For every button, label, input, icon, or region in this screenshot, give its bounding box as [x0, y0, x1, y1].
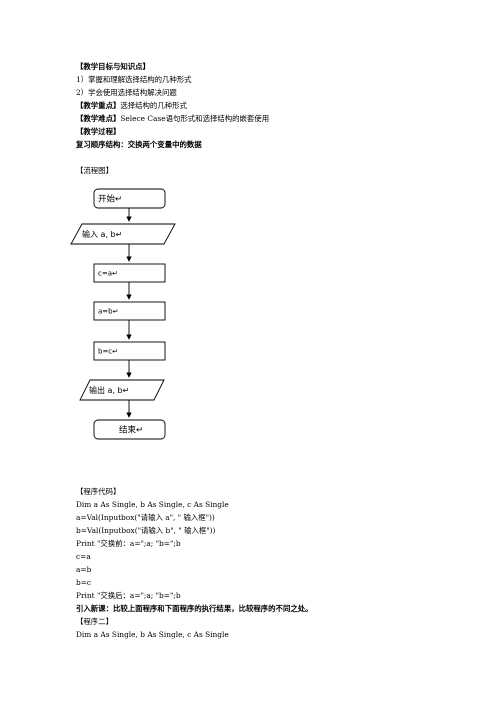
start-label: 开始↵ — [98, 194, 122, 205]
flowchart: 开始↵ 输入 a, b↵ c=a↵ a=b↵ b=c↵ 输出 a, b↵ 结 — [60, 184, 200, 454]
process-b-eq-c-label: b=c↵ — [98, 348, 118, 356]
code-line-5: c=a — [76, 552, 91, 561]
code-line-4: Print "交换前：a=";a; "b=";b — [76, 539, 181, 548]
start-terminal — [93, 188, 166, 209]
code-line-2: a=Val(Inputbox("请输入 a", " 输入框")) — [76, 513, 215, 522]
code-line-7: b=c — [76, 578, 92, 587]
code-heading: 【程序代码】 — [76, 487, 121, 496]
objective-2: 2）学会使用选择结构解决问题 — [76, 88, 177, 97]
input-label: 输入 a, b↵ — [82, 229, 122, 239]
process-a-eq-b — [93, 301, 166, 321]
objective-1: 1）掌握和理解选择结构的几种形式 — [76, 75, 192, 84]
key-points-line: 【教学重点】选择结构的几种形式 — [76, 101, 187, 110]
flowchart-heading: 【流程图】 — [76, 166, 113, 175]
input-parallelogram — [70, 223, 176, 245]
program2-line-1: Dim a As Single, b As Single, c As Singl… — [76, 630, 229, 639]
code-line-3: b=Val(Inputbox("请输入 b", " 输入框")) — [76, 526, 216, 535]
difficulty-line: 【教学难点】Selece Case语句形式和选择结构的嵌套使用 — [76, 114, 269, 123]
end-terminal — [93, 419, 166, 440]
process-b-eq-c — [93, 341, 166, 361]
intro-text: 引入新课：比较上面程序和下面程序的执行结果，比较程序的不同之处。 — [76, 604, 313, 613]
process-c-eq-a — [93, 263, 166, 283]
end-label: 结束↵ — [119, 425, 143, 436]
code-line-1: Dim a As Single, b As Single, c As Singl… — [76, 500, 229, 509]
code-line-8: Print "交换后：a=";a; "b=";b — [76, 591, 181, 600]
key-points-text: 选择结构的几种形式 — [120, 101, 187, 110]
flowchart-svg: 开始↵ 输入 a, b↵ c=a↵ a=b↵ b=c↵ 输出 a, b↵ 结 — [70, 188, 176, 440]
code-line-6: a=b — [76, 565, 92, 574]
process-a-eq-b-label: a=b↵ — [98, 308, 118, 316]
key-points-label: 【教学重点】 — [76, 101, 121, 110]
output-parallelogram — [79, 379, 165, 401]
section-objectives-heading: 【教学目标与知识点】 — [76, 62, 150, 71]
difficulty-label: 【教学难点】 — [76, 114, 121, 123]
program2-heading: 【程序二】 — [76, 617, 113, 626]
process-c-eq-a-label: c=a↵ — [98, 270, 118, 278]
output-label: 输出 a, b↵ — [89, 385, 129, 395]
difficulty-text: Selece Case语句形式和选择结构的嵌套使用 — [120, 114, 270, 123]
process-heading: 【教学过程】 — [76, 127, 121, 136]
review-heading: 复习顺序结构：交换两个变量中的数据 — [76, 140, 202, 149]
